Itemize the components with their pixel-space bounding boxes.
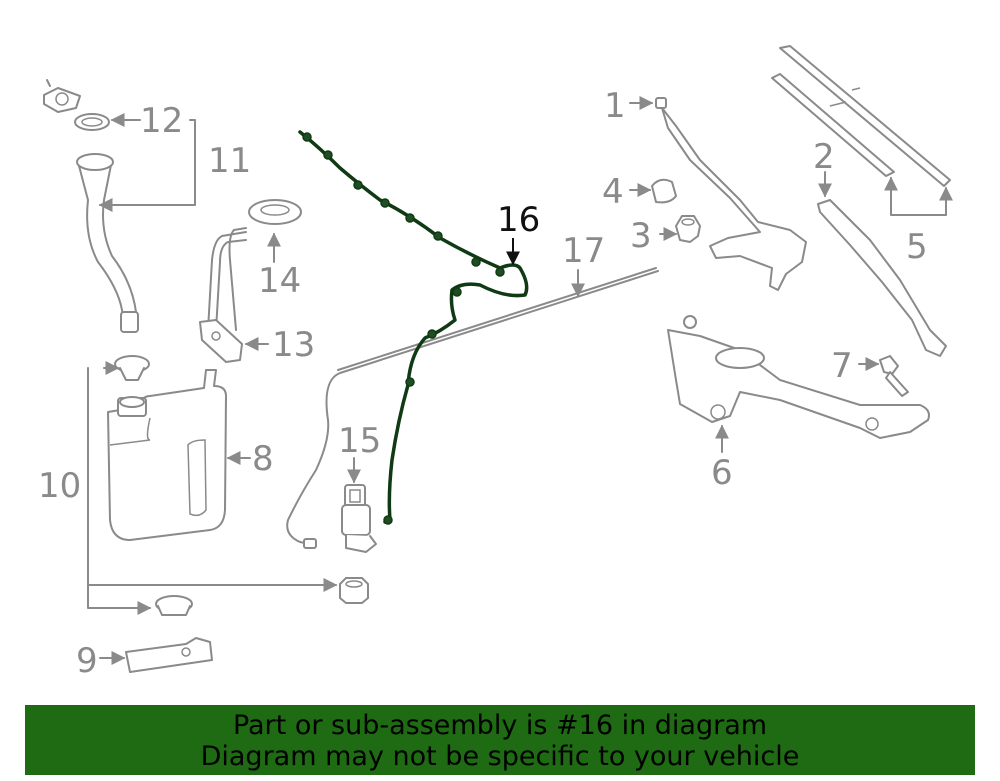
- wiper-blade-part: [771, 45, 951, 187]
- wiper-arm-part: [655, 97, 807, 291]
- callout-3: 3: [630, 216, 652, 256]
- callout-11: 11: [208, 141, 251, 181]
- callout-6: 6: [711, 453, 733, 493]
- info-banner: Part or sub-assembly is #16 in diagram D…: [25, 705, 975, 775]
- mounting-plate-part: [125, 637, 213, 673]
- callout-9: 9: [76, 641, 98, 681]
- wiper-linkage-part: [667, 315, 930, 439]
- banner-line-1: Part or sub-assembly is #16 in diagram: [232, 710, 768, 741]
- seal-ring-part: [74, 113, 110, 131]
- callout-13: 13: [272, 325, 315, 365]
- callout-2: 2: [813, 137, 835, 177]
- hose-assembly-16-highlight: [298, 130, 529, 525]
- callout-1: 1: [604, 86, 626, 126]
- nut-part: [675, 215, 701, 243]
- callout-14: 14: [258, 261, 301, 301]
- nut-cap-part: [651, 178, 677, 204]
- callout-lines: [87, 96, 953, 665]
- callout-5: 5: [906, 227, 928, 267]
- washer-pump-part: [341, 484, 377, 553]
- washer-hose-part: [286, 267, 659, 549]
- wiper-arm-secondary-part: [817, 199, 947, 357]
- banner-line-2: Diagram may not be specific to your vehi…: [200, 741, 800, 772]
- tank-grommet-upper: [114, 355, 150, 381]
- callout-7: 7: [831, 346, 853, 386]
- filler-neck-part: [76, 153, 139, 333]
- callout-10: 10: [38, 466, 81, 506]
- grommet-part: [248, 199, 302, 225]
- tank-grommet-lower: [155, 595, 193, 616]
- filler-cap-part: [43, 79, 81, 113]
- callout-12: 12: [140, 101, 183, 141]
- washer-reservoir-part: [107, 369, 227, 541]
- bolt-part: [879, 355, 909, 397]
- hose-bracket-part: [199, 227, 247, 363]
- pump-grommet: [339, 577, 369, 604]
- callout-16: 16: [497, 200, 540, 240]
- callout-15: 15: [338, 421, 381, 461]
- callout-17: 17: [562, 231, 605, 271]
- callout-8: 8: [252, 439, 274, 479]
- callout-4: 4: [602, 172, 624, 212]
- callout-numbers: 1 2 3 4 5 6 7 8 9 10 11 12 13 14 15 16 1…: [38, 86, 928, 681]
